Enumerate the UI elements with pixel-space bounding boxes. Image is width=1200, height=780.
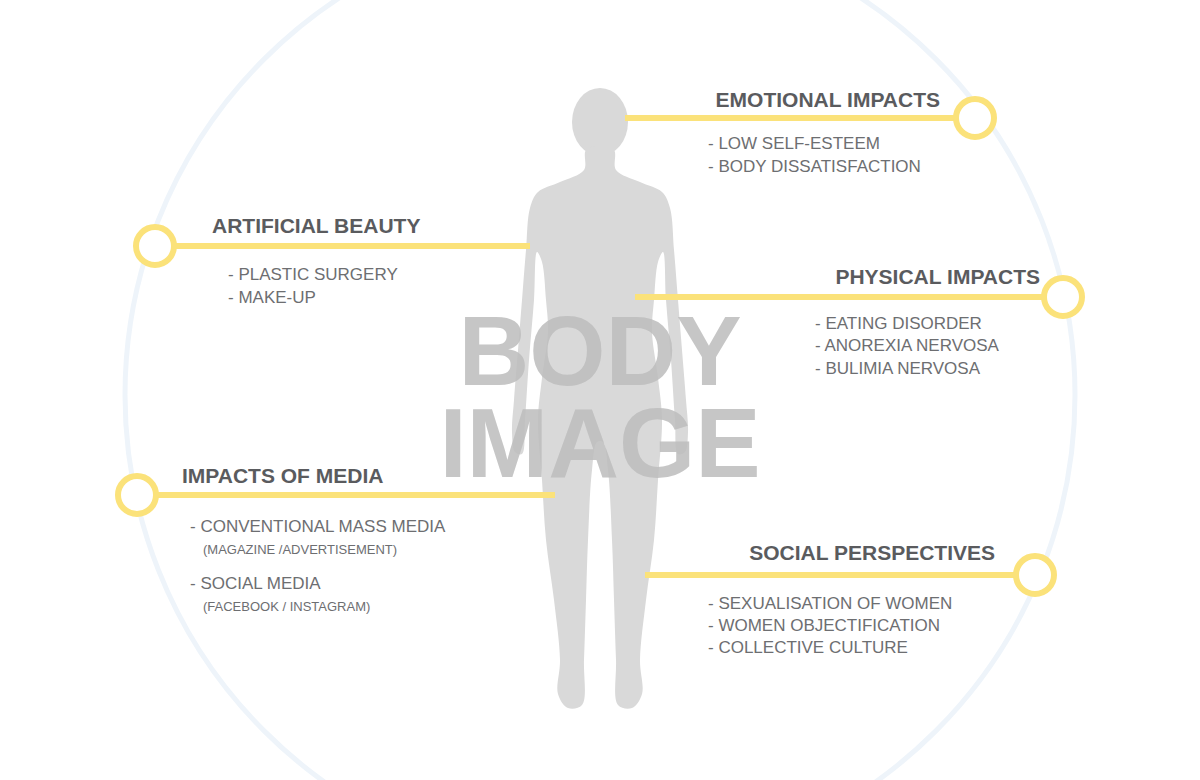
callout-dot <box>1044 278 1082 316</box>
watermark-title: BODY IMAGE <box>439 305 760 489</box>
silhouette-head <box>572 88 628 156</box>
callout-dot <box>1016 556 1054 594</box>
list-item: - ANOREXIA NERVOSA <box>815 337 999 354</box>
callout-dot <box>118 476 156 514</box>
callout-heading: IMPACTS OF MEDIA <box>182 465 383 486</box>
callout-dot <box>136 227 174 265</box>
list-item: - PLASTIC SURGERY <box>228 266 398 283</box>
list-item: (FACEBOOK / INSTAGRAM) <box>203 600 370 613</box>
callout-heading: ARTIFICIAL BEAUTY <box>212 215 420 236</box>
list-item: - BODY DISSATISFACTION <box>708 158 921 175</box>
list-item: - LOW SELF-ESTEEM <box>708 135 880 152</box>
list-item: - CONVENTIONAL MASS MEDIA <box>190 518 445 535</box>
list-item: - SEXUALISATION OF WOMEN <box>708 595 952 612</box>
list-item: - MAKE-UP <box>228 289 316 306</box>
callout-heading: SOCIAL PERSPECTIVES <box>749 542 995 563</box>
backdrop-circle <box>125 0 1075 780</box>
list-item: - BULIMIA NERVOSA <box>815 360 980 377</box>
callout-dots <box>118 99 1082 594</box>
callout-heading: PHYSICAL IMPACTS <box>835 266 1040 287</box>
list-item: - COLLECTIVE CULTURE <box>708 639 908 656</box>
list-item: - EATING DISORDER <box>815 315 982 332</box>
callout-heading: EMOTIONAL IMPACTS <box>716 89 940 110</box>
list-item: (MAGAZINE /ADVERTISEMENT) <box>203 543 397 556</box>
leader-line <box>174 243 530 249</box>
leader-line <box>156 492 555 498</box>
list-item: - WOMEN OBJECTIFICATION <box>708 617 940 634</box>
list-item: - SOCIAL MEDIA <box>190 575 321 592</box>
callout-lines <box>156 118 1044 575</box>
leader-line <box>645 572 1016 578</box>
callout-dot <box>956 99 994 137</box>
leader-line <box>625 115 956 121</box>
leader-line <box>635 294 1044 300</box>
